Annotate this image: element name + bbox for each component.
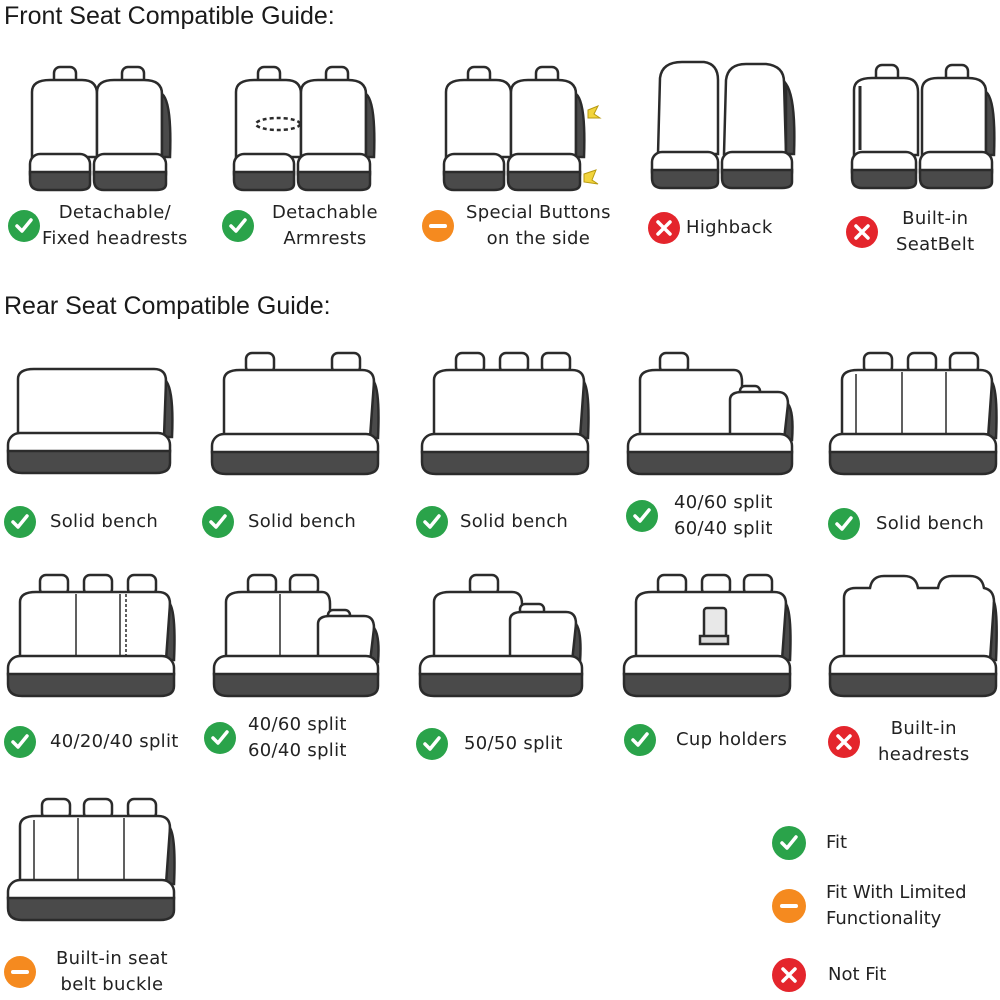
check-icon — [204, 722, 236, 754]
rear-seat-cup-holders-illustration — [620, 572, 792, 700]
legend-label-line1: Not Fit — [828, 964, 887, 985]
rear-item-builtin-belt-buckle: Built-in seat belt buckle — [4, 946, 168, 998]
front-item-label-line1: Detachable/ — [58, 202, 171, 223]
rear-item-label-line1: Solid bench — [248, 511, 357, 532]
rear-item-label-line1: Built-in seat — [56, 948, 168, 969]
check-icon — [416, 506, 448, 538]
rear-item-solid-bench-1: Solid bench — [4, 506, 158, 538]
front-item-label-line1: Built-in — [902, 208, 969, 229]
rear-item-label-line1: Solid bench — [460, 511, 569, 532]
rear-seat-solid-bench-4-illustration — [826, 350, 998, 478]
front-item-label-line1: Special Buttons — [466, 202, 611, 223]
rear-item-label-line1: 40/60 split — [674, 492, 773, 513]
rear-item-label-line1: Cup holders — [676, 729, 788, 750]
check-icon — [772, 826, 806, 860]
rear-seat-40-20-40-split-illustration — [4, 572, 176, 700]
legend-label-line1: Fit With Limited — [826, 882, 967, 903]
check-icon — [626, 500, 658, 532]
legend-label-line2: Functionality — [826, 908, 942, 929]
check-icon — [8, 210, 40, 242]
rear-item-label-line2: belt buckle — [60, 974, 164, 995]
check-icon — [222, 210, 254, 242]
front-item-label-line2: Fixed headrests — [42, 228, 188, 249]
rear-item-50-50-split: 50/50 split — [416, 728, 563, 760]
rear-item-40-60-split: 40/60 split 60/40 split — [626, 490, 773, 542]
rear-seat-solid-bench-2-illustration — [208, 350, 380, 478]
check-icon — [828, 508, 860, 540]
rear-seat-solid-bench-3-illustration — [418, 350, 590, 478]
front-seat-side-buttons-illustration — [436, 62, 602, 192]
check-icon — [624, 724, 656, 756]
rear-item-solid-bench-3: Solid bench — [416, 506, 568, 538]
rear-item-label-line1: 40/20/40 split — [50, 731, 179, 752]
rear-item-label-line1: Solid bench — [50, 511, 159, 532]
front-item-special-buttons: Special Buttons on the side — [422, 200, 611, 252]
check-icon — [4, 726, 36, 758]
front-item-label-line2: on the side — [486, 228, 591, 249]
rear-item-label-line2: 60/40 split — [674, 518, 773, 539]
rear-item-builtin-headrests: Built-in headrests — [828, 716, 970, 768]
front-seat-detachable-headrests-illustration — [22, 62, 172, 192]
legend-fit: Fit — [772, 826, 847, 860]
rear-item-label-line1: 50/50 split — [464, 733, 563, 754]
cross-icon — [846, 216, 878, 248]
rear-seat-40-60-split-illustration — [624, 350, 796, 478]
check-icon — [416, 728, 448, 760]
front-section-title: Front Seat Compatible Guide: — [4, 2, 335, 30]
cross-icon — [648, 212, 680, 244]
rear-item-label-line1: 40/60 split — [248, 714, 347, 735]
check-icon — [202, 506, 234, 538]
rear-item-label-line2: headrests — [878, 744, 970, 765]
front-item-label-line2: Armrests — [283, 228, 367, 249]
front-item-label-line1: Detachable — [272, 202, 378, 223]
legend-notfit: Not Fit — [772, 958, 886, 992]
front-item-label-line1: Highback — [686, 217, 773, 238]
cross-icon — [828, 726, 860, 758]
check-icon — [4, 506, 36, 538]
minus-icon — [422, 210, 454, 242]
rear-item-40-20-40-split: 40/20/40 split — [4, 726, 179, 758]
rear-seat-builtin-belt-buckle-illustration — [4, 796, 176, 924]
rear-section-title: Rear Seat Compatible Guide: — [4, 292, 331, 320]
front-seat-builtin-seatbelt-illustration — [846, 60, 996, 190]
minus-icon — [772, 889, 806, 923]
cross-icon — [772, 958, 806, 992]
minus-icon — [4, 956, 36, 988]
front-item-detachable-headrests: Detachable/Fixed headrests — [8, 200, 188, 252]
rear-seat-50-50-split-illustration — [416, 572, 588, 700]
front-seat-detachable-armrests-illustration — [226, 62, 376, 192]
rear-seat-solid-bench-1-illustration — [4, 365, 174, 477]
rear-item-cup-holders: Cup holders — [624, 724, 787, 756]
rear-item-label-line1: Built-in — [890, 718, 957, 739]
legend-label-line1: Fit — [826, 832, 848, 853]
front-item-highback: Highback — [648, 212, 773, 244]
front-item-label-line2: SeatBelt — [896, 234, 975, 255]
rear-item-solid-bench-2: Solid bench — [202, 506, 356, 538]
rear-item-label-line2: 60/40 split — [248, 740, 347, 761]
rear-seat-builtin-headrests-illustration — [826, 572, 998, 700]
rear-seat-40-60-split-b-illustration — [210, 572, 382, 700]
rear-item-solid-bench-4: Solid bench — [828, 508, 984, 540]
front-seat-highback-illustration — [646, 58, 796, 192]
rear-item-40-60-split-b: 40/60 split 60/40 split — [204, 712, 347, 764]
rear-item-label-line1: Solid bench — [876, 513, 985, 534]
